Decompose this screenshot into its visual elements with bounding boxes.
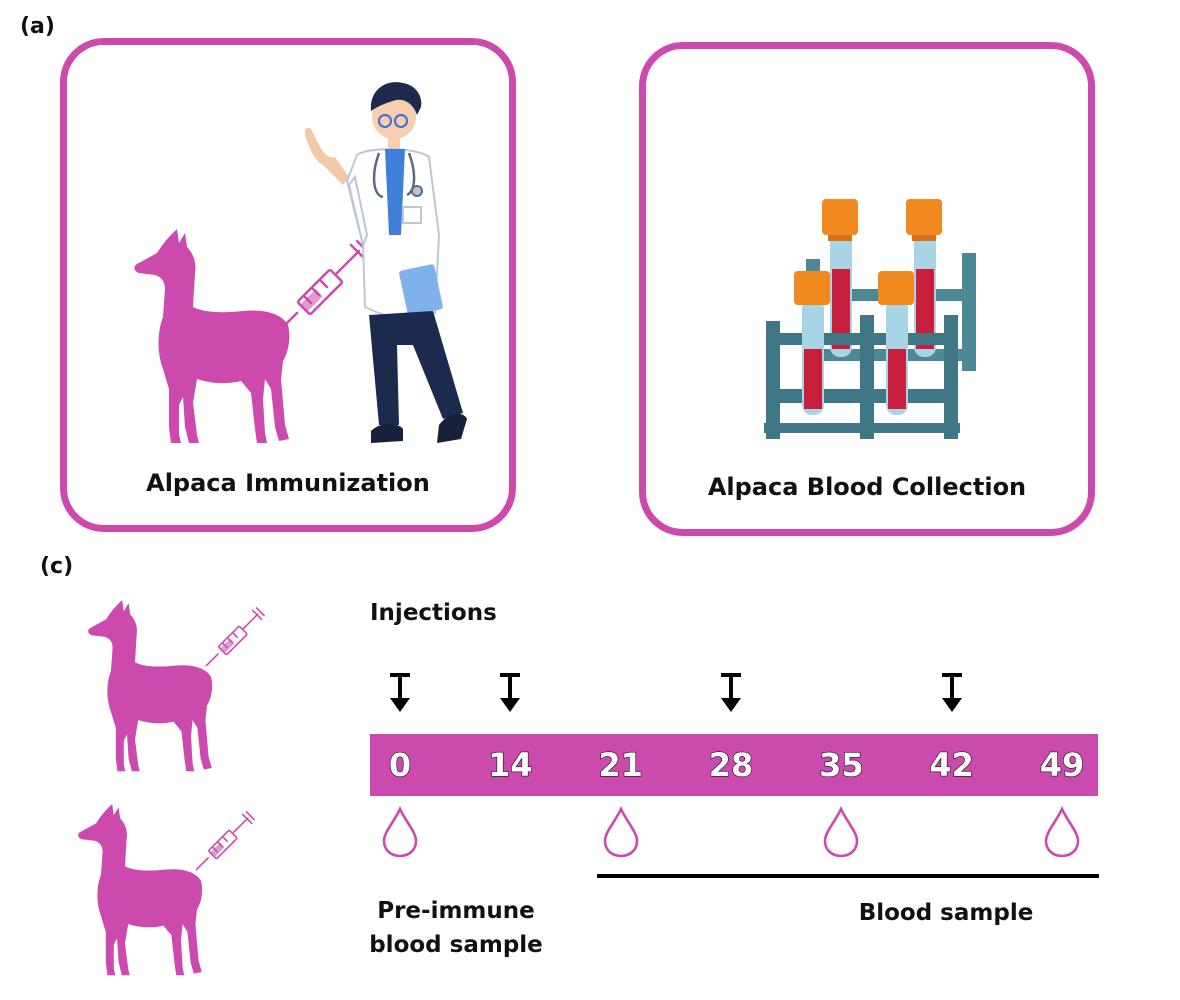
blood-drop-icon xyxy=(382,807,418,858)
day-label: 14 xyxy=(487,745,533,784)
doctor-icon xyxy=(304,82,467,443)
blood-collection-caption: Alpaca Blood Collection xyxy=(707,473,1027,501)
day-label: 21 xyxy=(598,745,644,784)
blood-tube-rack-icon xyxy=(764,199,976,439)
panel-a-label: (a) xyxy=(20,14,55,39)
pre-immune-label: Pre-immune blood sample xyxy=(356,894,556,962)
blood-drop-icon xyxy=(603,807,638,858)
injections-label: Injections xyxy=(370,600,497,626)
injection-arrow-icon xyxy=(939,673,964,714)
blood-drop-icon xyxy=(824,807,859,858)
injection-arrow-icon xyxy=(719,673,743,714)
panel-c-label: (c) xyxy=(40,554,74,579)
pre-immune-line-2: blood sample xyxy=(369,932,543,958)
day-bar xyxy=(370,734,1098,796)
blood-sample-label: Blood sample xyxy=(858,900,1034,926)
day-label: 28 xyxy=(708,745,754,784)
day-label: 49 xyxy=(1039,745,1085,784)
immunization-illustration xyxy=(134,82,467,443)
immunization-card: Alpaca Immunization xyxy=(60,38,516,532)
blood-sample-bracket xyxy=(597,874,1099,878)
day-label: 42 xyxy=(929,745,975,784)
day-label: 35 xyxy=(818,745,864,784)
injection-arrow-icon xyxy=(498,673,523,714)
blood-drops xyxy=(0,806,1180,858)
blood-collection-card: Alpaca Blood Collection xyxy=(639,42,1095,536)
pre-immune-line-1: Pre-immune xyxy=(377,898,535,924)
day-label: 0 xyxy=(388,745,412,784)
immunization-caption: Alpaca Immunization xyxy=(146,469,430,497)
day-labels: 0 14 21 28 35 42 49 xyxy=(0,734,1180,796)
blood-drop-icon xyxy=(1044,807,1080,858)
injection-arrow-icon xyxy=(388,673,412,714)
injection-arrows xyxy=(0,672,1180,716)
